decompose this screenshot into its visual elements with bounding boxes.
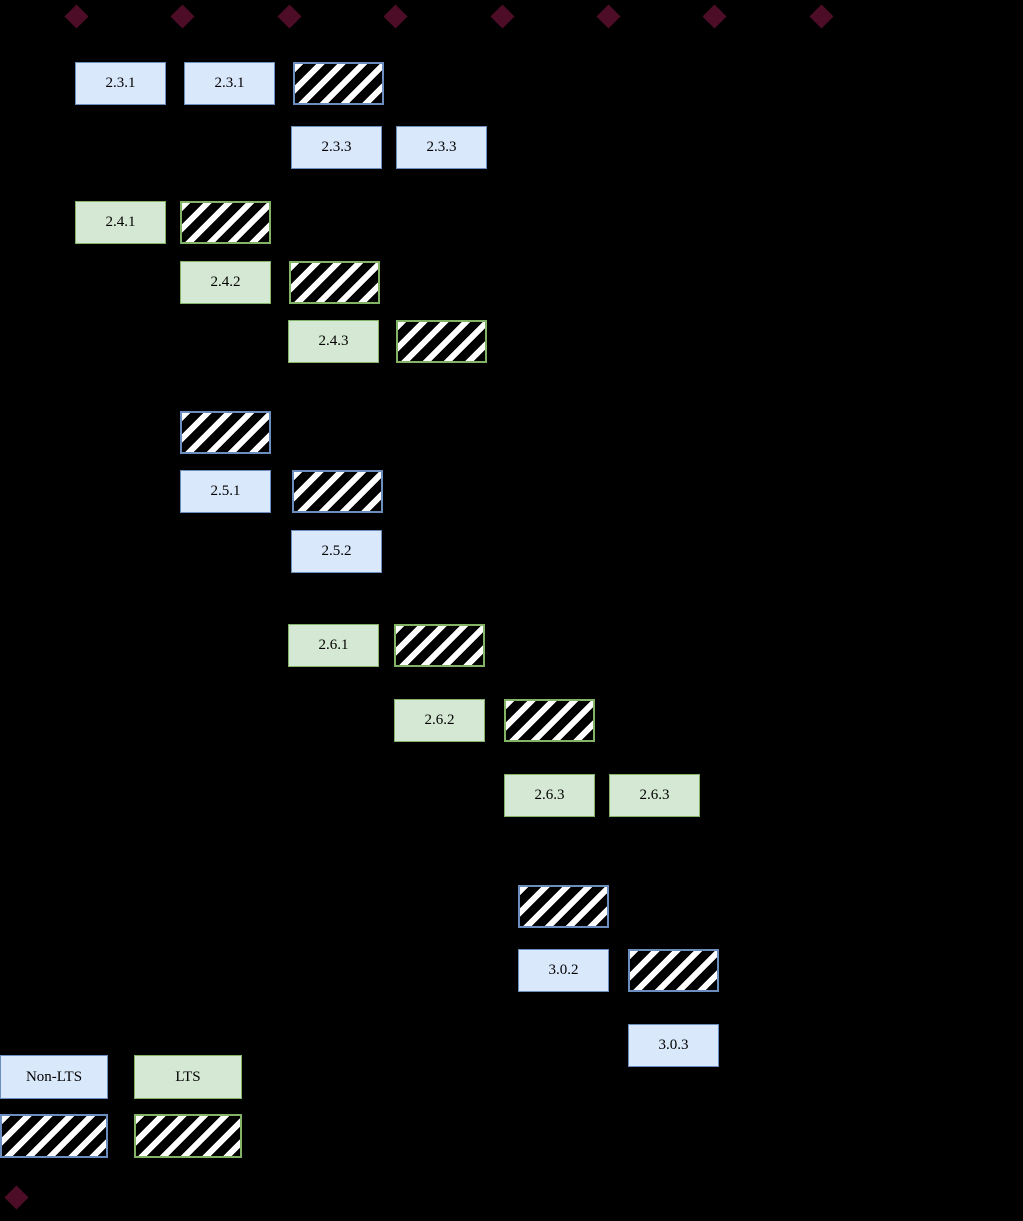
legend-version-box: LTS [134, 1055, 242, 1099]
milestone-diamond-icon [169, 3, 195, 29]
hatched-box [180, 201, 271, 244]
label: 2.3.1 [105, 75, 136, 91]
milestone-diamond-icon [701, 3, 727, 29]
label: 2.3.3 [426, 139, 457, 155]
hatched-box [504, 699, 595, 742]
version-box: 2.4.3 [288, 320, 379, 363]
label: 2.6.3 [534, 787, 565, 803]
label: 3.0.3 [658, 1037, 689, 1053]
version-box: 3.0.2 [518, 949, 609, 992]
label: 2.6.1 [318, 637, 349, 653]
legend-hatched-box [0, 1114, 108, 1158]
milestone-diamond-icon [489, 3, 515, 29]
label: 2.4.2 [210, 274, 241, 290]
hatched-box [394, 624, 485, 667]
label: 2.4.1 [105, 214, 136, 230]
milestone-diamond-icon [808, 3, 834, 29]
version-box: 2.3.1 [184, 62, 275, 105]
hatched-box [628, 949, 719, 992]
version-box: 2.3.3 [396, 126, 487, 169]
legend-hatched-box [134, 1114, 242, 1158]
version-box: 2.3.3 [291, 126, 382, 169]
version-box: 2.6.1 [288, 624, 379, 667]
version-box: 2.4.1 [75, 201, 166, 244]
label: 2.3.1 [214, 75, 245, 91]
label: 3.0.2 [548, 962, 579, 978]
legend-label: LTS [175, 1068, 201, 1085]
label: 2.6.3 [639, 787, 670, 803]
label: 2.3.3 [321, 139, 352, 155]
legend-label: Non-LTS [25, 1068, 83, 1085]
milestone-diamond-icon [3, 1184, 29, 1210]
label: 2.4.3 [318, 333, 349, 349]
version-box: 2.5.1 [180, 470, 271, 513]
version-box: 3.0.3 [628, 1024, 719, 1067]
version-box: 2.6.2 [394, 699, 485, 742]
version-box: 2.6.3 [609, 774, 700, 817]
milestone-diamond-icon [595, 3, 621, 29]
label: 2.5.1 [210, 483, 241, 499]
hatched-box [292, 470, 383, 513]
version-box: 2.6.3 [504, 774, 595, 817]
hatched-box [293, 62, 384, 105]
milestone-diamond-icon [382, 3, 408, 29]
milestone-diamond-icon [63, 3, 89, 29]
version-box: 2.3.1 [75, 62, 166, 105]
label: 2.6.2 [424, 712, 455, 728]
legend-version-box: Non-LTS [0, 1055, 108, 1099]
version-box: 2.5.2 [291, 530, 382, 573]
milestone-diamond-icon [276, 3, 302, 29]
hatched-box [396, 320, 487, 363]
version-box: 2.4.2 [180, 261, 271, 304]
label: 2.5.2 [321, 543, 352, 559]
hatched-box [518, 885, 609, 928]
hatched-box [180, 411, 271, 454]
hatched-box [289, 261, 380, 304]
